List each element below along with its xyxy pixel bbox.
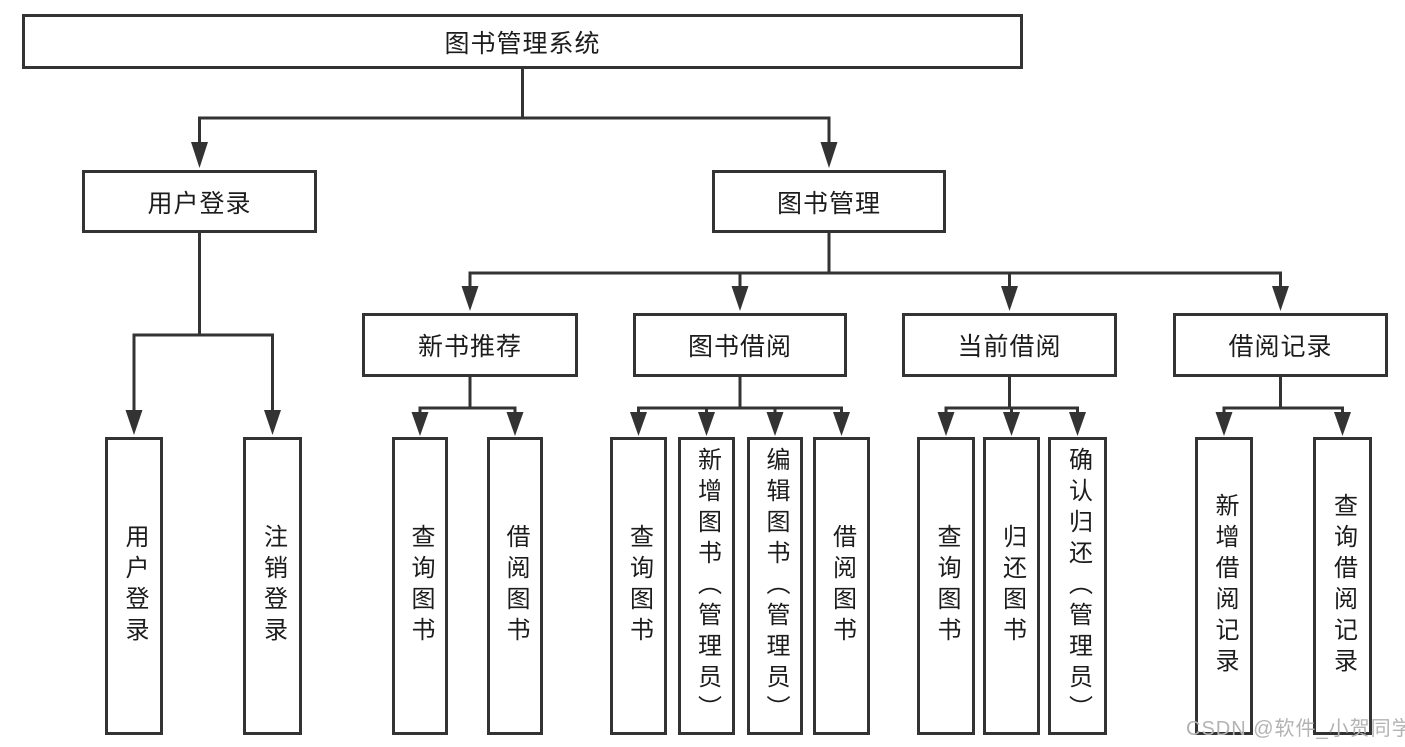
arrowhead-icon xyxy=(1003,412,1020,436)
node-leaf-recommend-borrow: 借阅图书 xyxy=(487,437,543,735)
branch-root xyxy=(198,66,831,120)
node-leaf-current-return-label: 归还图书 xyxy=(998,524,1026,648)
node-leaf-borrow-borrow-label: 借阅图书 xyxy=(828,524,856,648)
arrowhead-icon xyxy=(411,412,429,436)
arrowhead-icon xyxy=(1001,286,1018,311)
branch-new-book-recommend xyxy=(418,375,517,410)
branch-book-management xyxy=(468,231,1282,275)
csdn-watermark: CSDN @软件_小贺同学 xyxy=(1186,718,1405,740)
node-current-borrow: 当前借阅 xyxy=(902,313,1117,377)
arrowhead-icon xyxy=(766,412,784,436)
node-book-management-label: 图书管理 xyxy=(776,189,881,218)
arrowhead-icon xyxy=(1334,412,1351,436)
arrowhead-icon xyxy=(820,142,838,168)
arrowhead-icon xyxy=(264,410,281,435)
node-user-login-label: 用户登录 xyxy=(147,189,252,218)
node-leaf-logout: 注销登录 xyxy=(243,437,302,735)
node-leaf-recommend-query: 查询图书 xyxy=(392,437,448,735)
node-leaf-borrow-query-label: 查询图书 xyxy=(625,524,653,648)
branch-book-borrow xyxy=(637,375,843,410)
node-leaf-logout-label: 注销登录 xyxy=(259,524,287,648)
arrowhead-icon xyxy=(731,286,749,311)
node-leaf-current-confirm: 确认归还（管理员） xyxy=(1048,437,1107,735)
node-borrow-record-label: 借阅记录 xyxy=(1228,333,1333,361)
node-leaf-borrow-query: 查询图书 xyxy=(610,437,667,735)
arrowhead-icon xyxy=(833,412,850,436)
node-leaf-current-confirm-label: 确认归还（管理员） xyxy=(1064,446,1092,726)
arrowhead-icon xyxy=(1069,412,1086,436)
node-new-book-recommend: 新书推荐 xyxy=(362,313,578,377)
node-leaf-current-query: 查询图书 xyxy=(917,437,975,735)
node-leaf-borrow-add: 新增图书（管理员） xyxy=(678,437,735,735)
node-leaf-borrow-edit: 编辑图书（管理员） xyxy=(747,437,803,735)
node-book-borrow-label: 图书借阅 xyxy=(687,333,792,361)
node-borrow-record: 借阅记录 xyxy=(1173,313,1388,377)
arrowhead-icon xyxy=(1215,412,1233,436)
node-leaf-record-query: 查询借阅记录 xyxy=(1313,437,1372,735)
arrowhead-icon xyxy=(125,410,143,435)
node-leaf-record-query-label: 查询借阅记录 xyxy=(1329,493,1357,679)
node-current-borrow-label: 当前借阅 xyxy=(957,333,1062,361)
node-leaf-record-add-label: 新增借阅记录 xyxy=(1211,493,1238,679)
branch-borrow-record xyxy=(1222,375,1344,410)
node-leaf-recommend-query-label: 查询图书 xyxy=(407,524,434,648)
arrowheads xyxy=(125,142,1351,436)
node-leaf-login: 用户登录 xyxy=(105,437,163,735)
arrowhead-icon xyxy=(1272,286,1289,311)
node-leaf-recommend-borrow-label: 借阅图书 xyxy=(502,524,529,648)
node-book-management: 图书管理 xyxy=(712,170,946,233)
arrowhead-icon xyxy=(461,286,479,311)
node-root-label: 图书管理系统 xyxy=(444,29,601,58)
node-leaf-record-add: 新增借阅记录 xyxy=(1195,437,1253,735)
arrowhead-icon xyxy=(191,142,208,168)
tree-branch-lines xyxy=(132,66,1344,416)
node-new-book-recommend-label: 新书推荐 xyxy=(417,333,522,361)
arrowhead-icon xyxy=(698,412,715,436)
arrowhead-icon xyxy=(506,412,524,436)
arrow-stems xyxy=(132,116,1344,416)
node-leaf-borrow-edit-label: 编辑图书（管理员） xyxy=(762,446,789,726)
node-leaf-current-return: 归还图书 xyxy=(983,437,1040,735)
node-leaf-borrow-borrow: 借阅图书 xyxy=(813,437,870,735)
arrowhead-icon xyxy=(937,412,955,436)
node-leaf-login-label: 用户登录 xyxy=(121,524,148,648)
node-root: 图书管理系统 xyxy=(22,14,1023,69)
node-leaf-borrow-add-label: 新增图书（管理员） xyxy=(693,446,721,726)
branch-current-borrow xyxy=(944,375,1079,410)
branch-user-login xyxy=(132,231,274,337)
node-book-borrow: 图书借阅 xyxy=(633,313,847,377)
arrowhead-icon xyxy=(630,412,647,436)
node-user-login: 用户登录 xyxy=(82,170,317,233)
node-leaf-current-query-label: 查询图书 xyxy=(933,524,960,648)
